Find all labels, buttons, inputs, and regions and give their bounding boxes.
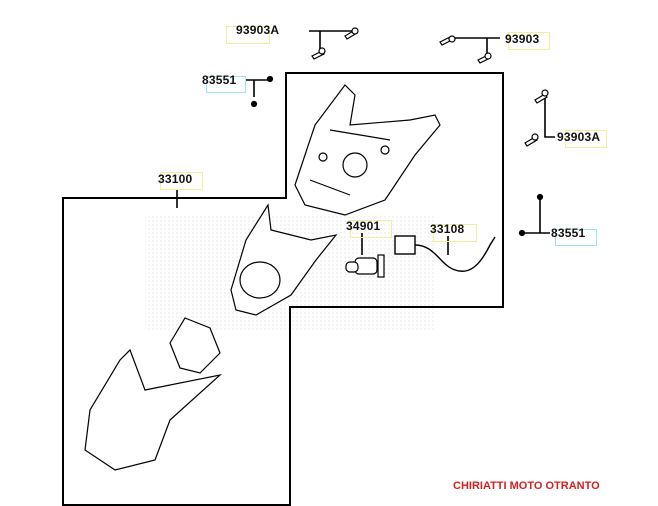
bulb: [345, 254, 385, 278]
callout-93903a-right[interactable]: 93903A: [557, 130, 601, 144]
callout-highlight: [350, 220, 392, 238]
callout-highlight: [565, 130, 607, 148]
callout-83551-left[interactable]: 83551: [202, 73, 237, 87]
callout-33100[interactable]: 33100: [158, 172, 193, 186]
callout-93903[interactable]: 93903: [505, 32, 540, 46]
assembly-outline: [62, 72, 504, 506]
callout-93903a-top[interactable]: 93903A: [236, 23, 280, 37]
screw-icons: [250, 27, 549, 237]
callout-highlight: [226, 26, 270, 44]
callout-83551-right[interactable]: 83551: [551, 226, 586, 240]
leader-lines: [176, 30, 555, 255]
callout-highlight: [433, 224, 477, 242]
callout-34901[interactable]: 34901: [346, 219, 381, 233]
callout-highlight: [206, 76, 246, 93]
callout-highlight: [508, 32, 550, 50]
headlight-lens: [84, 203, 338, 471]
callout-33108[interactable]: 33108: [430, 222, 465, 236]
wiring-harness: [394, 235, 496, 272]
headlight-housing: [294, 84, 441, 216]
callout-highlight: [555, 229, 597, 246]
dealer-watermark: CHIRIATTI MOTO OTRANTO: [453, 480, 600, 492]
callout-highlight: [160, 172, 203, 190]
